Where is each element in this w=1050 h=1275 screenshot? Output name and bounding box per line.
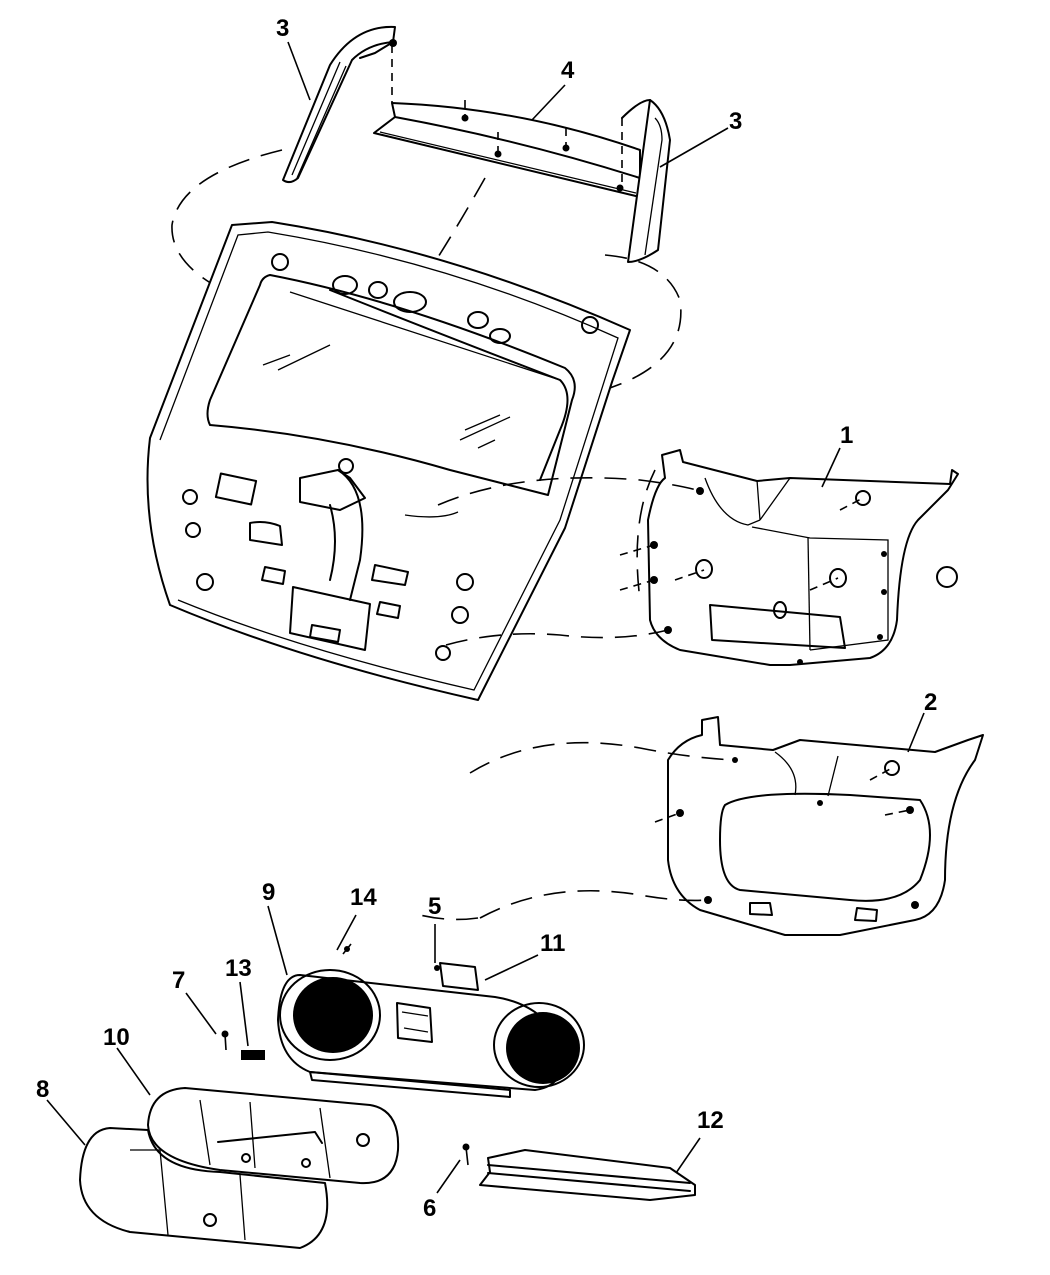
callout-4: 4 [561, 57, 575, 84]
screw-6 [462, 1143, 470, 1166]
callout-14: 14 [350, 884, 377, 911]
fastener-3-left [389, 39, 397, 103]
alignment-line-panel-2-lower [419, 914, 479, 921]
callout-2: 2 [924, 689, 937, 716]
callout-12: 12 [697, 1107, 724, 1134]
trim-panel-1 [647, 449, 959, 666]
callout-3-left: 3 [276, 15, 289, 42]
screw-14 [342, 943, 352, 955]
bracket-12 [479, 1149, 696, 1201]
screw-5 [434, 965, 440, 971]
round-plug [936, 566, 958, 588]
label-11 [439, 962, 479, 991]
callout-9: 9 [262, 879, 275, 906]
callout-3-right: 3 [729, 108, 742, 135]
screw-7 [221, 1030, 229, 1051]
clip-13 [241, 1050, 265, 1060]
callout-10: 10 [103, 1024, 130, 1051]
leader-lines [46, 41, 925, 1194]
callout-13: 13 [225, 955, 252, 982]
enclosure-cover [79, 1127, 329, 1249]
callout-11: 11 [540, 930, 565, 957]
callout-7: 7 [172, 967, 185, 994]
callout-5: 5 [428, 893, 441, 920]
side-trim-left [282, 25, 396, 184]
alignment-lines-panel-2 [469, 741, 911, 919]
speaker-enclosure [277, 969, 585, 1098]
callout-6: 6 [423, 1195, 436, 1222]
liftgate [146, 221, 631, 701]
trim-panel-2 [667, 716, 984, 936]
header-trim [373, 100, 641, 198]
side-trim-right [621, 99, 671, 263]
callout-8: 8 [36, 1076, 49, 1103]
alignment-lines-panel-1 [437, 469, 864, 646]
callout-1: 1 [840, 422, 853, 449]
enclosure-back-housing [147, 1087, 400, 1185]
